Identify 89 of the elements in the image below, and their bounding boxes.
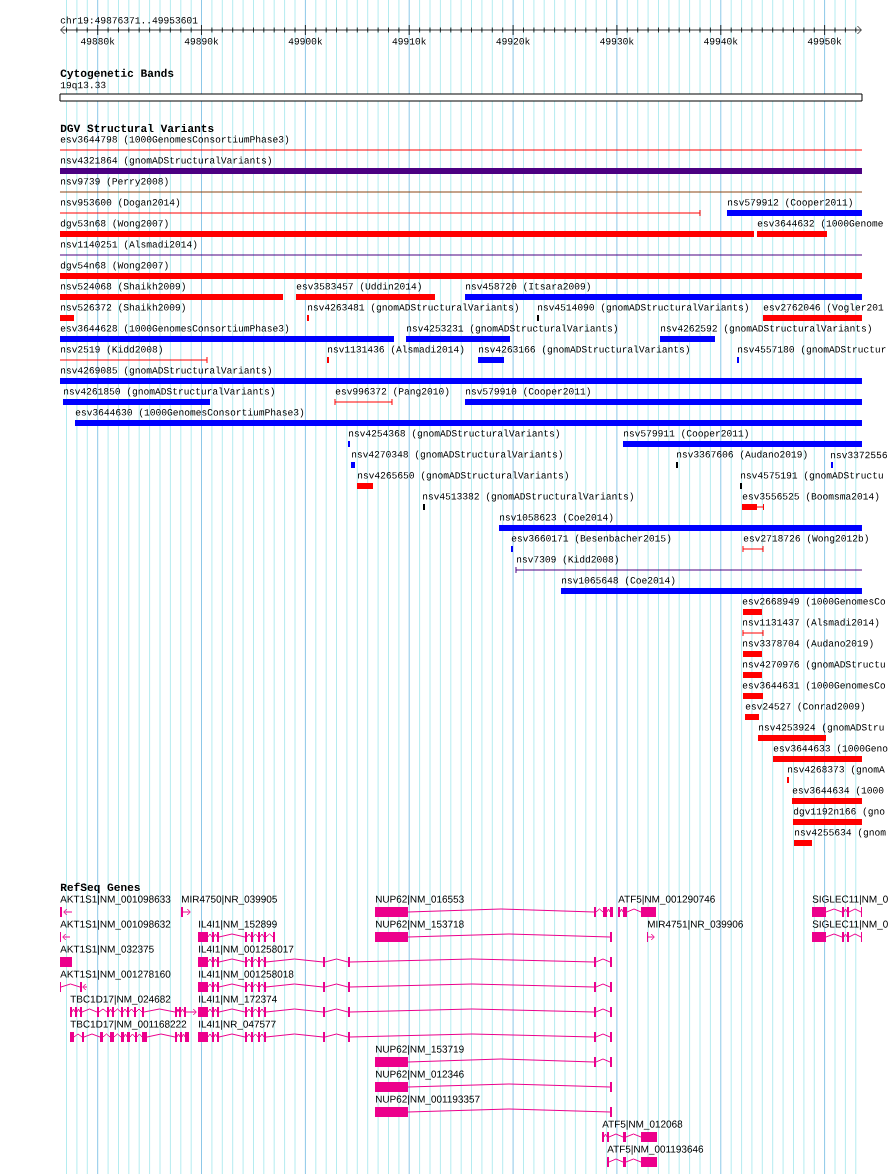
- gene-label: NUP62|NM_153718: [376, 920, 464, 930]
- axis-tick-label: 49940k: [704, 37, 738, 45]
- variant-label: nsv526372 (Shaikh2009): [61, 303, 185, 313]
- variant-label: nsv4321864 (gnomADStructuralVariants): [61, 156, 271, 166]
- variant-label: nsv3372556: [831, 451, 887, 459]
- gene-label: AKT1S1|NM_001098633: [60, 895, 171, 905]
- axis-tick-label: 49880k: [80, 37, 115, 45]
- variant-label: esv3660171 (Besenbacher2015): [511, 534, 671, 544]
- gene-label: IL4I1|NM_001258018: [199, 970, 294, 980]
- variant-label: nsv4268373 (gnomA: [788, 765, 885, 775]
- gene-label: AKT1S1|NM_001098632: [60, 920, 171, 930]
- variant-label: dgv53n68 (Wong2007): [60, 219, 168, 229]
- axis-tick-label: 49890k: [184, 37, 219, 45]
- variant-label: nsv4263166 (gnomADStructuralVariants): [479, 345, 689, 355]
- gene-label: AKT1S1|NM_001278160: [60, 970, 171, 980]
- variant-label: nsv1131437 (Alsmadi2014): [743, 618, 879, 628]
- variant-label: nsv4270348 (gnomADStructuralVariants): [352, 450, 562, 460]
- variant-label: esv3644632 (1000Genome: [757, 219, 883, 229]
- variant-label: nsv3378704 (Audano2019): [743, 639, 873, 649]
- gene-label: NUP62|NM_153719: [376, 1045, 464, 1055]
- variant-label: nsv1065648 (Coe2014): [562, 576, 675, 586]
- variant-label: nsv4265650 (gnomADStructuralVariants): [358, 471, 568, 481]
- variant-label: esv3583457 (Uddin2014): [296, 282, 421, 292]
- gene-label: IL4I1|NM_152899: [199, 920, 277, 930]
- variant-label: esv2718726 (Wong2012b): [743, 534, 868, 544]
- variant-label: esv2668949 (1000GenomesCo: [742, 597, 886, 607]
- variant-label: nsv4255634 (gnom: [795, 828, 886, 838]
- track-label: chr19:49876371..49953601: [60, 16, 198, 24]
- variant-label: nsv4262592 (gnomADStructuralVariants): [661, 324, 871, 334]
- variant-label: esv3644633 (1000Geno: [773, 744, 888, 754]
- variant-label: esv24527 (Conrad2009): [745, 702, 865, 712]
- gene-label: TBC1D17|NM_024682: [70, 995, 171, 1005]
- axis-tick-label: 49900k: [288, 37, 323, 45]
- axis-tick-label: 49920k: [496, 37, 530, 45]
- variant-label: nsv9739 (Perry2008): [61, 177, 168, 187]
- variant-label: dgv54n68 (Wong2007): [60, 261, 168, 271]
- variant-label: nsv4514090 (gnomADStructuralVariants): [538, 303, 748, 313]
- variant-label: nsv524068 (Shaikh2009): [61, 282, 185, 292]
- variant-label: nsv953600 (Dogan2014): [61, 198, 180, 208]
- variant-label: nsv7309 (Kidd2008): [517, 555, 618, 565]
- variant-label: esv3644630 (1000GenomesConsortiumPhase3): [75, 408, 304, 418]
- gene-label: ATF5|NM_001193646: [607, 1145, 704, 1155]
- variant-label: esv3644634 (1000: [792, 786, 884, 796]
- variant-label: nsv579912 (Cooper2011): [728, 198, 852, 208]
- variant-label: nsv2519 (Kidd2008): [61, 345, 162, 355]
- variant-label: nsv3367606 (Audano2019): [677, 450, 807, 460]
- variant-label: nsv4270976 (gnomADStructu: [743, 660, 885, 670]
- gene-label: SIGLEC11|NM_0: [812, 895, 888, 905]
- axis-tick-label: 49950k: [807, 37, 842, 45]
- track-heading: RefSeq Genes: [60, 882, 140, 894]
- variant-label: nsv458720 (Itsara2009): [466, 282, 590, 292]
- gene-label: NUP62|NM_001193357: [376, 1095, 480, 1105]
- gene-label: ATF5|NM_001290746: [618, 895, 715, 905]
- variant-label: nsv4261850 (gnomADStructuralVariants): [64, 387, 274, 397]
- variant-label: nsv4269085 (gnomADStructuralVariants): [61, 366, 271, 376]
- variant-label: nsv579910 (Cooper2011): [466, 387, 590, 397]
- variant-label: esv2762046 (Vogler201: [763, 303, 884, 313]
- variant-label: nsv4253231 (gnomADStructuralVariants): [407, 324, 617, 334]
- variant-label: esv3644798 (1000GenomesConsortiumPhase3): [60, 135, 289, 145]
- gene-label: SIGLEC11|NM_0: [812, 920, 888, 930]
- variant-label: nsv4557180 (gnomADStructur: [738, 345, 886, 355]
- gene-label: TBC1D17|NM_001168222: [70, 1020, 187, 1030]
- track-label: 19q13.33: [60, 81, 106, 91]
- variant-label: nsv4513382 (gnomADStructuralVariants): [423, 492, 633, 502]
- variant-label: nsv4263481 (gnomADStructuralVariants): [308, 303, 518, 313]
- variant-label: esv3644628 (1000GenomesConsortiumPhase3): [60, 324, 289, 334]
- variant-label: nsv1058623 (Coe2014): [500, 513, 613, 523]
- variant-label: nsv4254368 (gnomADStructuralVariants): [349, 429, 559, 439]
- gene-label: MIR4750|NR_039905: [182, 895, 277, 905]
- variant-label: nsv1131436 (Alsmadi2014): [328, 345, 464, 355]
- gene-label: IL4I1|NR_047577: [199, 1020, 276, 1030]
- gene-label: NUP62|NM_012346: [376, 1070, 464, 1080]
- gene-label: IL4I1|NM_001258017: [199, 945, 294, 955]
- track-heading: Cytogenetic Bands: [60, 68, 174, 80]
- variant-label: dgv1192n166 (gno: [793, 807, 885, 817]
- gene-label: NUP62|NM_016553: [376, 895, 464, 905]
- axis-tick-label: 49910k: [392, 37, 426, 45]
- gene-label: ATF5|NM_012068: [602, 1120, 683, 1130]
- variant-label: esv3644631 (1000GenomesCo: [742, 681, 886, 691]
- variant-label: nsv4575191 (gnomADStructu: [741, 471, 883, 481]
- variant-label: esv996372 (Pang2010): [335, 387, 449, 397]
- variant-label: nsv1140251 (Alsmadi2014): [61, 240, 197, 250]
- gene-label: MIR4751|NR_039906: [648, 920, 743, 930]
- gene-label: IL4I1|NM_172374: [199, 995, 277, 1005]
- gene-label: AKT1S1|NM_032375: [60, 945, 154, 955]
- variant-label: esv3556525 (Boomsma2014): [742, 492, 879, 502]
- axis-tick-label: 49930k: [600, 37, 634, 45]
- variant-label: nsv579911 (Cooper2011): [624, 429, 748, 439]
- variant-label: nsv4253924 (gnomADStru: [759, 723, 884, 733]
